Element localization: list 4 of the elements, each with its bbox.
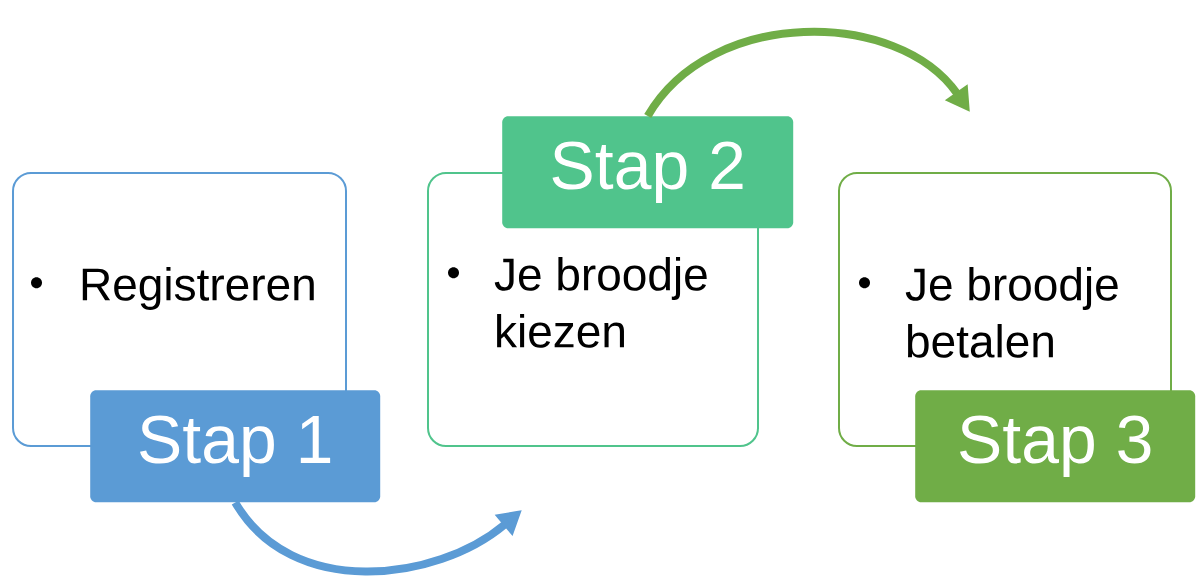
curved-arrow	[644, 28, 970, 119]
step-tab: Stap 1	[90, 390, 381, 503]
step-tab: Stap 2	[502, 116, 794, 229]
step-tab: Stap 3	[915, 390, 1196, 503]
